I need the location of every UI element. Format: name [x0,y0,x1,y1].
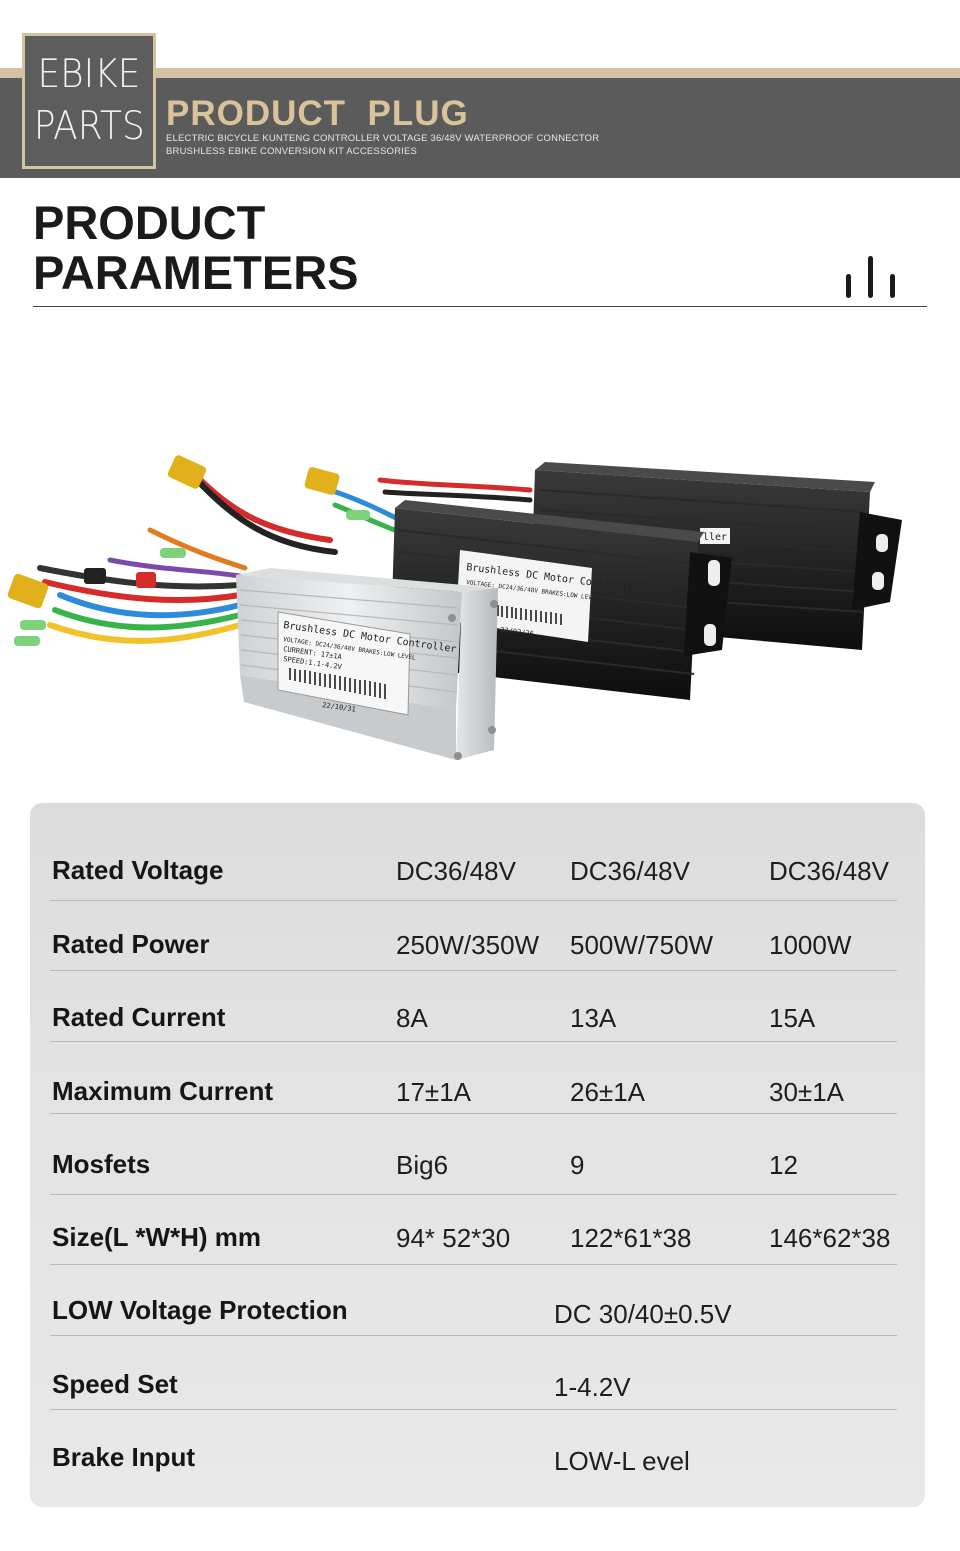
value-medium-controller: DC36/48V [570,856,690,886]
value-medium-controller: 13A [570,1003,617,1033]
small-barcode [289,668,386,699]
banner-subtitle-2: BRUSHLESS EBIKE CONVERSION KIT ACCESSORI… [166,146,418,157]
logo-line-2: PARTS [33,104,145,149]
row-divider [50,1194,897,1195]
banner-accent-line [0,68,960,78]
row-divider [50,970,897,971]
logo-line-1: EBIKE [37,52,141,97]
row-divider [50,1335,897,1336]
value-large-controller: 12 [769,1150,798,1180]
row-divider [50,900,897,901]
section-title-line-2: PARAMETERS [33,246,359,299]
value-small-controller: 250W/350W [396,930,540,960]
value-all-controllers: LOW-L evel [554,1446,690,1476]
row-label: Maximum Current [52,1076,274,1106]
table-row: Rated Power 250W/350W 500W/750W 1000W [50,901,897,971]
table-row: Brake Input LOW-L evel [50,1410,897,1480]
title-divider [33,306,927,307]
table-row: LOW Voltage Protection DC 30/40±0.5V [50,1265,897,1336]
row-divider [50,1113,897,1114]
medium-barcode [497,605,562,625]
header-banner [0,78,960,178]
value-large-controller: 146*62*38 [769,1223,891,1253]
value-large-controller: DC36/48V [769,856,889,886]
value-medium-controller: 500W/750W [570,930,714,960]
row-label: Rated Voltage [52,855,224,885]
value-all-controllers: DC 30/40±0.5V [554,1299,732,1329]
xt60-connectors [7,455,370,646]
large-label-text: ller [703,532,727,543]
table-row: Speed Set 1-4.2V [50,1336,897,1410]
row-divider [50,1409,897,1410]
row-label: Rated Current [52,1002,226,1032]
value-small-controller: 94* 52*30 [396,1223,511,1253]
value-small-controller: 8A [396,1003,428,1033]
value-large-controller: 1000W [769,930,852,960]
value-small-controller: Big6 [396,1150,449,1180]
bar-chart-icon [846,256,895,298]
value-all-controllers: 1-4.2V [554,1372,631,1402]
table-row: Rated Current 8A 13A 15A [50,971,897,1042]
value-large-controller: 30±1A [769,1077,844,1107]
banner-subtitle-1: ELECTRIC BICYCLE KUNTENG CONTROLLER VOLT… [166,133,600,144]
row-label: Size(L *W*H) mm [52,1222,261,1252]
row-label: Mosfets [52,1149,151,1179]
row-divider [50,1041,897,1042]
table-row: Rated Voltage DC36/48V DC36/48V DC36/48V [50,851,897,901]
value-medium-controller: 9 [570,1150,585,1180]
brand-logo: EBIKE PARTS [22,33,156,169]
value-large-controller: 15A [769,1003,816,1033]
table-row: Size(L *W*H) mm 94* 52*30 122*61*38 146*… [50,1195,897,1265]
table-row: Mosfets Big6 9 12 [50,1114,897,1195]
row-label: Rated Power [52,929,210,959]
section-title: PRODUCT PARAMETERS [33,198,359,298]
banner-title: PRODUCT PLUG [166,94,469,133]
row-label: Brake Input [52,1442,196,1472]
value-medium-controller: 122*61*38 [570,1223,692,1253]
controller-product-image: ller Brushless DC Motor Controller VOLTA… [7,455,902,760]
row-label: Speed Set [52,1369,178,1399]
table-row: Maximum Current 17±1A 26±1A 30±1A [50,1042,897,1114]
value-medium-controller: 26±1A [570,1077,645,1107]
value-small-controller: DC36/48V [396,856,516,886]
value-small-controller: 17±1A [396,1077,471,1107]
row-divider [50,1264,897,1265]
row-label: LOW Voltage Protection [52,1295,348,1325]
parameter-table [30,803,925,1507]
small-controller: Brushless DC Motor Controller VOLTAGE: D… [236,568,498,760]
section-title-line-1: PRODUCT [33,196,266,249]
